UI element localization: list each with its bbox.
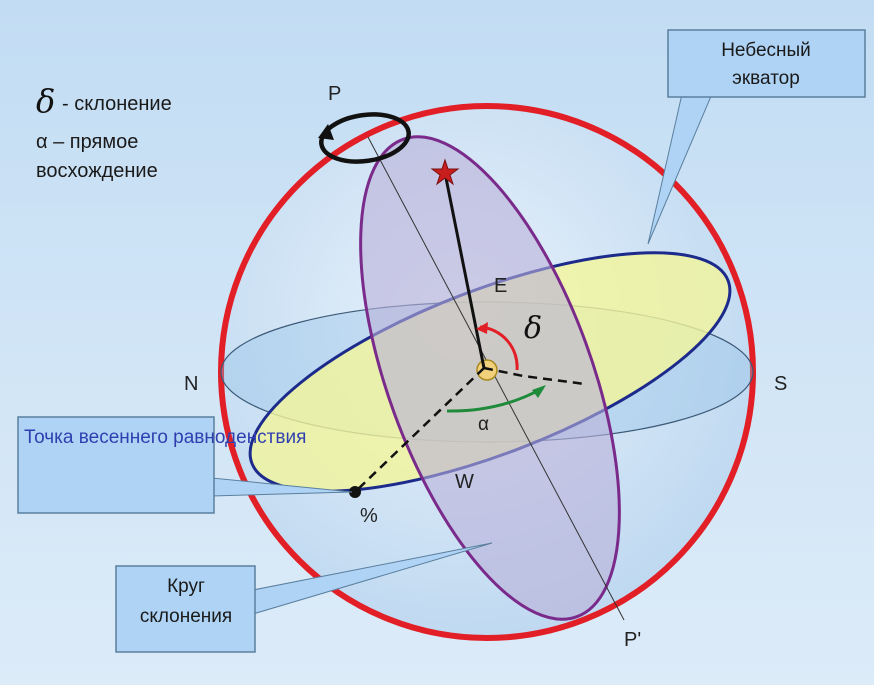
- callout-equator-box: [667, 29, 866, 98]
- label-alpha-angle: α: [478, 414, 489, 435]
- callout-equator-line2: экватор: [732, 68, 800, 89]
- sphere-center-observer: [476, 359, 498, 381]
- label-delta-angle: δ: [524, 311, 542, 346]
- label-east: E: [494, 275, 507, 297]
- callout-vernal-box: [17, 416, 215, 514]
- alpha-arrow-icon: [532, 385, 546, 398]
- rotation-arrow-ring: [319, 112, 411, 164]
- label-pole-north: P: [328, 83, 341, 105]
- rotation-arrow-icon: [318, 124, 334, 140]
- legend-delta-symbol: δ: [36, 82, 55, 120]
- callout-circle-box: [115, 565, 256, 653]
- vernal-equinox-point: [349, 486, 361, 498]
- star-radius-line: [443, 172, 486, 369]
- star-icon: [430, 158, 460, 186]
- delta-arrow-icon: [476, 322, 488, 334]
- label-west: W: [455, 471, 474, 493]
- callout-circle-line1: Круг: [167, 576, 205, 597]
- label-vernal-mark: %: [360, 505, 378, 527]
- label-pole-south: P': [624, 629, 641, 651]
- legend-delta-text: - склонение: [62, 93, 172, 115]
- dashed-declination-projection: [483, 366, 586, 386]
- label-south: S: [774, 373, 787, 395]
- world-axis: [367, 136, 625, 621]
- label-north: N: [184, 373, 198, 395]
- callout-vernal-text: Точка весеннего равноденствия: [24, 427, 306, 448]
- callout-circle-line2: склонения: [140, 606, 232, 627]
- callout-equator-line1: Небесный: [721, 40, 811, 61]
- alpha-angle-arc: [446, 386, 544, 413]
- legend-alpha-line1: α – прямое: [36, 131, 138, 153]
- legend-alpha-line2: восхождение: [36, 160, 158, 182]
